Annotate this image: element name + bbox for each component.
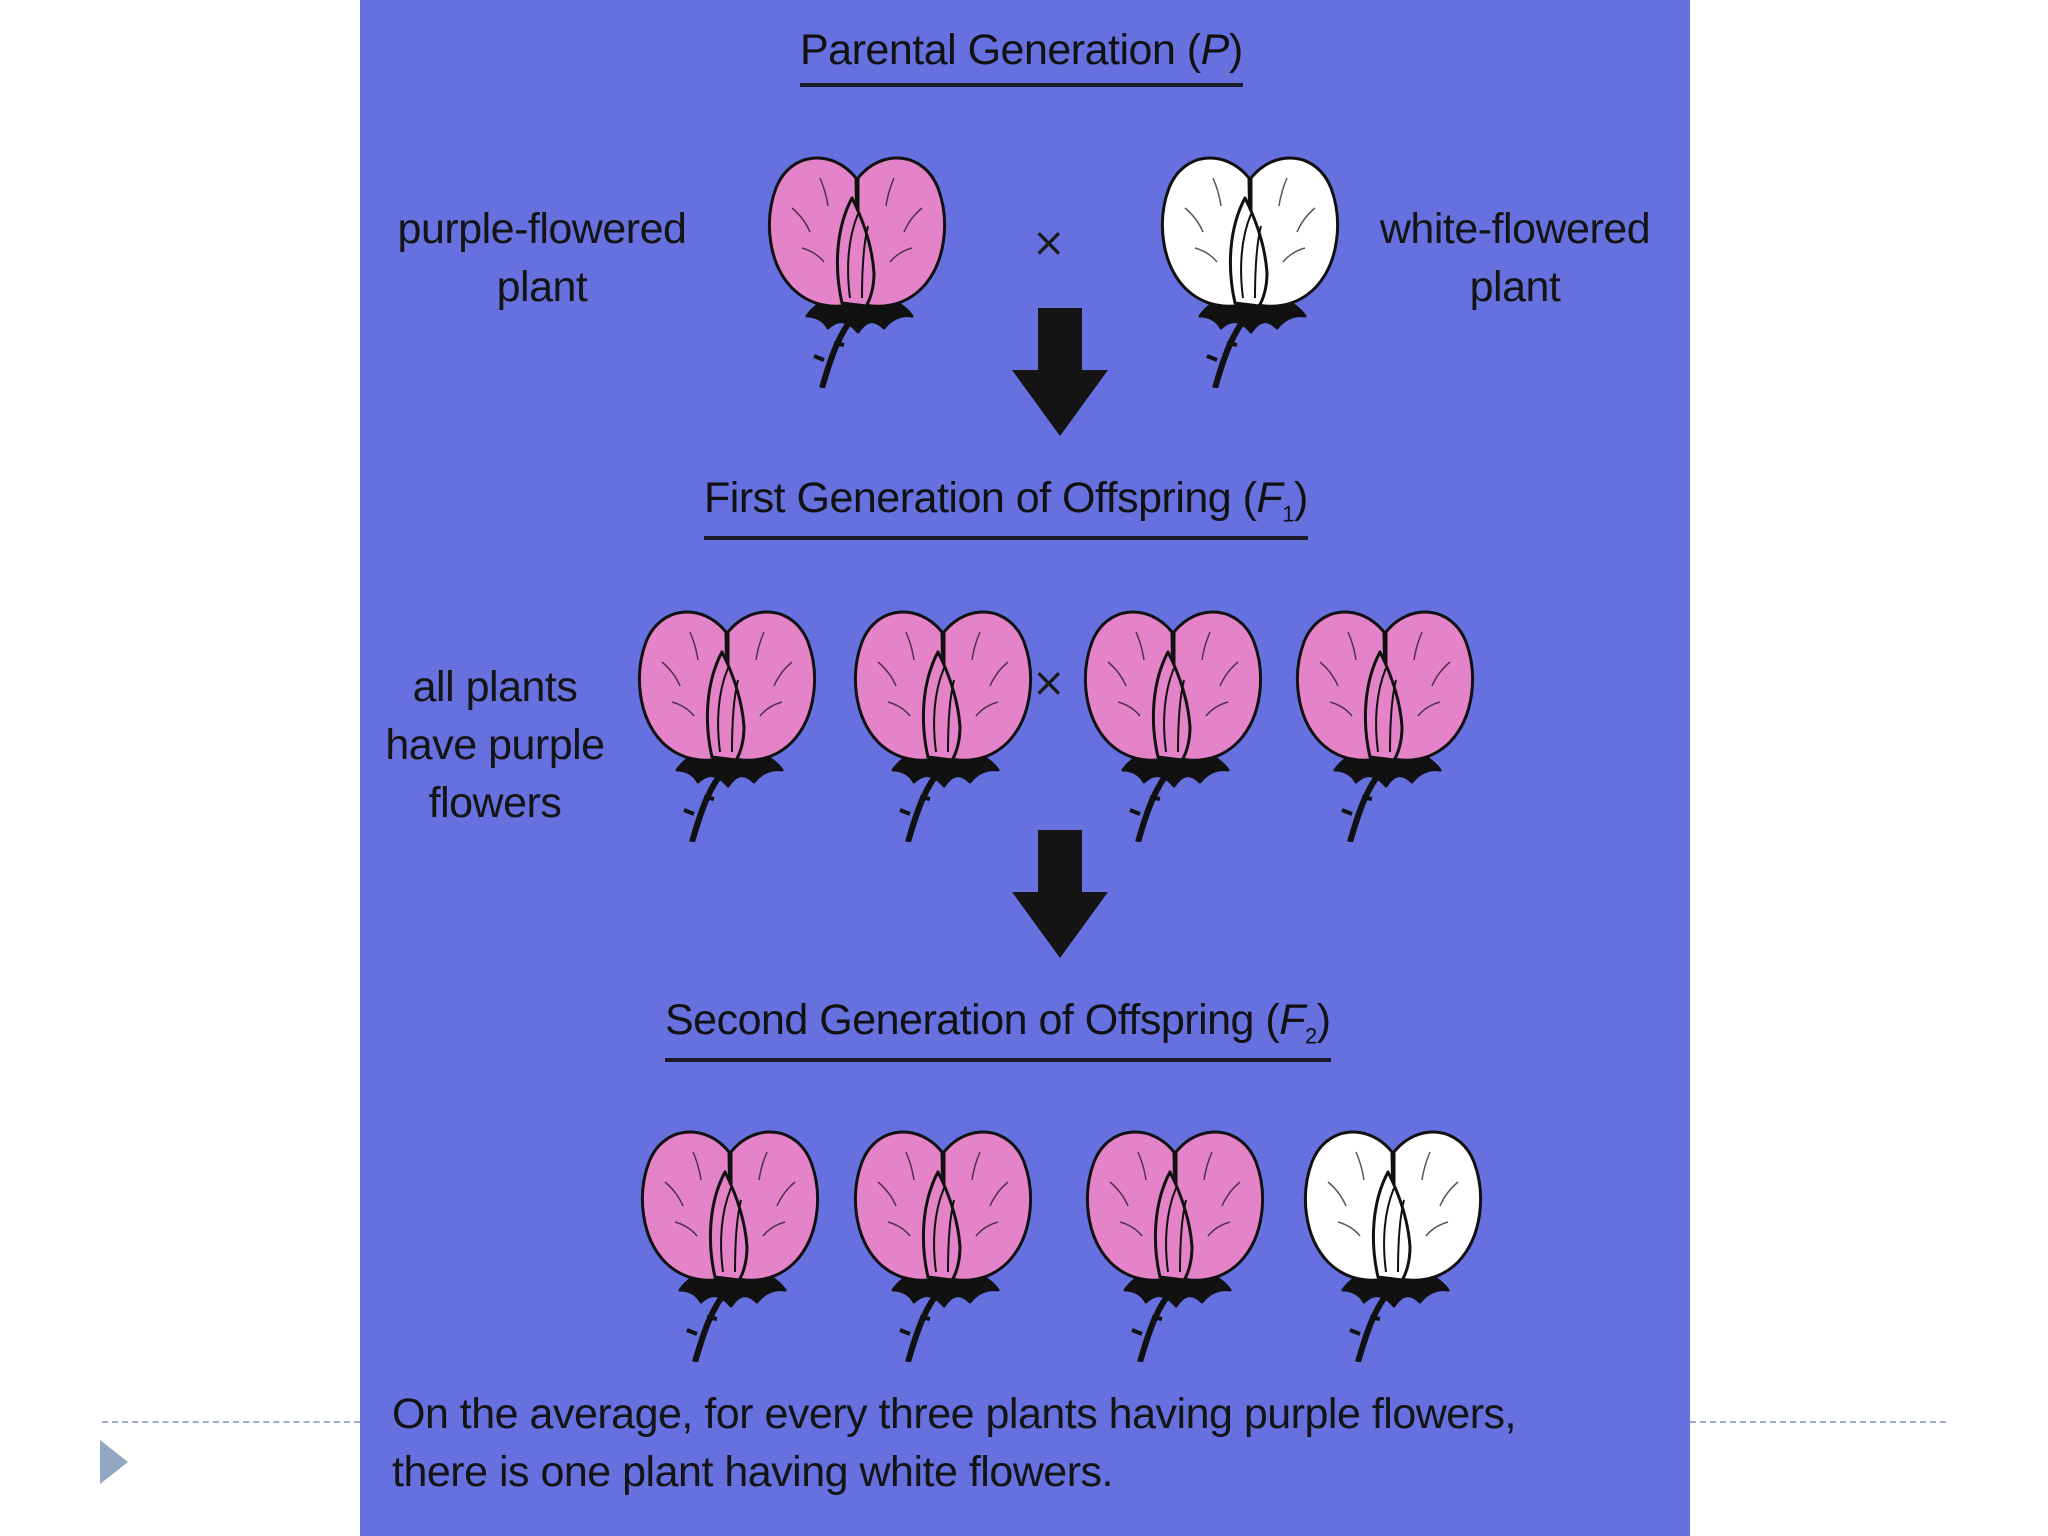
heading-parental-text: Parental Generation ( (800, 26, 1201, 74)
heading-parental-symbol: P (1200, 26, 1230, 74)
down-arrow-icon (1012, 830, 1108, 958)
flower-f1 (853, 610, 1033, 842)
flower-f1 (1295, 610, 1475, 842)
flower-purple-parent (767, 156, 947, 388)
heading-second-generation: Second Generation of Offspring (F2) (665, 996, 1331, 1062)
flower-f2 (1085, 1130, 1265, 1362)
label-line: plant (496, 263, 588, 311)
label-line: have purple (385, 721, 605, 769)
heading-f1-symbol: F (1256, 474, 1283, 522)
flower-f2 (853, 1130, 1033, 1362)
heading-f1-subscript: 1 (1282, 501, 1295, 527)
heading-parental-close: ) (1228, 26, 1243, 74)
label-purple-parent: purple-flowered plant (372, 200, 712, 316)
heading-f1-close: ) (1294, 474, 1308, 522)
caption-line: there is one plant having white flowers. (392, 1448, 1113, 1496)
slide-bullet-triangle-icon (100, 1440, 128, 1484)
heading-f1-text: First Generation of Offspring ( (704, 474, 1257, 522)
mendel-cross-diagram: Parental Generation (P) purple-flowered … (360, 0, 1690, 1536)
flower-f2 (640, 1130, 820, 1362)
flower-white-parent (1160, 156, 1340, 388)
heading-underline (800, 83, 1243, 87)
heading-first-generation: First Generation of Offspring (F1) (704, 474, 1308, 540)
heading-f2-subscript: 2 (1305, 1023, 1317, 1049)
label-white-parent: white-flowered plant (1345, 200, 1685, 316)
label-line: plant (1469, 263, 1561, 311)
cross-symbol: × (1032, 660, 1066, 706)
label-line: all plants (412, 663, 578, 711)
heading-f2-text: Second Generation of Offspring ( (665, 996, 1280, 1044)
heading-f2-symbol: F (1279, 996, 1306, 1044)
footer-divider-left (102, 1421, 360, 1423)
label-line: flowers (428, 779, 562, 827)
heading-parental-generation: Parental Generation (P) (800, 26, 1243, 87)
flower-f1 (1083, 610, 1263, 842)
flower-f2 (1303, 1130, 1483, 1362)
footer-divider-right (1690, 1421, 1946, 1423)
caption-ratio: On the average, for every three plants h… (392, 1385, 1672, 1501)
caption-line: On the average, for every three plants h… (392, 1390, 1516, 1438)
heading-f2-close: ) (1316, 996, 1331, 1044)
label-line: purple-flowered (397, 205, 687, 253)
label-line: white-flowered (1379, 205, 1651, 253)
heading-underline (665, 1057, 1331, 1062)
flower-f1 (637, 610, 817, 842)
down-arrow-icon (1012, 308, 1108, 436)
cross-symbol: × (1032, 220, 1066, 266)
label-f1-all-purple: all plants have purple flowers (360, 658, 630, 832)
heading-underline (704, 535, 1308, 540)
